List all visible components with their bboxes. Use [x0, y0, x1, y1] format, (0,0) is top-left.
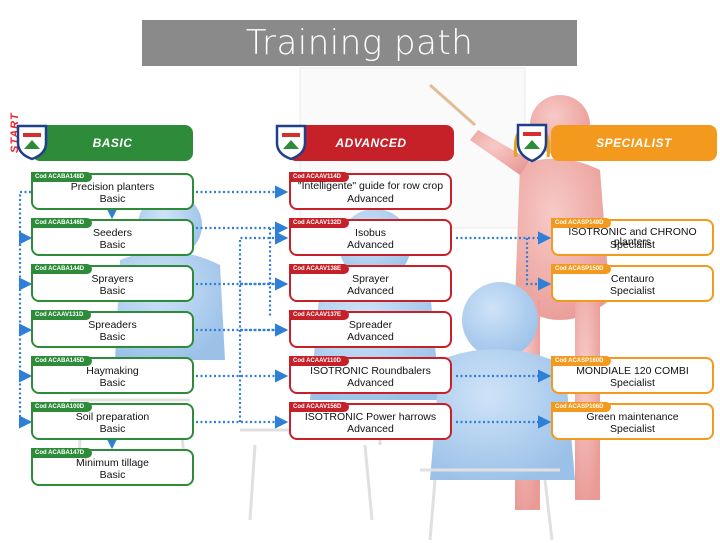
course-level: Specialist: [610, 377, 655, 389]
course-level: Basic: [99, 377, 126, 389]
column-header-specialist-label: SPECIALIST: [596, 136, 672, 150]
course-box-isotronic-chrono-planters[interactable]: Cod ACASP149D ISOTRONIC and CHRONO plant…: [551, 218, 714, 256]
column-header-advanced-label: ADVANCED: [335, 136, 407, 150]
course-box-green-maintenance[interactable]: Cod ACASP106D Green maintenance Speciali…: [551, 402, 714, 440]
course-box-isobus[interactable]: Cod ACAAV132D Isobus Advanced: [289, 218, 452, 256]
column-header-advanced: ADVANCED: [288, 125, 454, 161]
column-header-specialist: SPECIALIST: [551, 125, 717, 161]
course-level: Specialist: [610, 239, 655, 251]
course-code-badge: Cod ACAAV137E: [289, 310, 350, 320]
course-code-badge: Cod ACAAV156D: [289, 402, 350, 412]
course-level: Advanced: [347, 285, 394, 297]
course-title: Precision planters: [70, 181, 155, 193]
course-code-badge: Cod ACASP149D: [551, 218, 612, 228]
course-code-badge: Cod ACAAV114D: [289, 172, 350, 182]
course-level: Advanced: [347, 423, 394, 435]
course-level: Advanced: [347, 239, 394, 251]
course-title: ISOTRONIC and CHRONO planters: [568, 226, 697, 248]
course-title: Spreaders: [88, 319, 137, 331]
course-box-spreader[interactable]: Cod ACAAV137E Spreader Advanced: [289, 310, 452, 348]
shield-logo-icon-advanced: [275, 124, 307, 161]
course-title: ISOTRONIC Power harrows: [304, 411, 437, 423]
course-title: MONDIALE 120 COMBI: [576, 365, 689, 377]
shield-logo-icon-specialist: [513, 123, 551, 163]
course-box-haymaking[interactable]: Cod ACABA145D Haymaking Basic: [31, 356, 194, 394]
course-box-sprayers[interactable]: Cod ACABA144D Sprayers Basic: [31, 264, 194, 302]
course-level: Basic: [99, 331, 126, 343]
course-box-spreaders[interactable]: Cod ACAAV131D Spreaders Basic: [31, 310, 194, 348]
course-code-badge: Cod ACASP160D: [551, 356, 612, 366]
course-title: Centauro: [610, 273, 655, 285]
course-title: Isobus: [355, 227, 386, 239]
course-box-mondiale-120-combi[interactable]: Cod ACASP160D MONDIALE 120 COMBI Special…: [551, 356, 714, 394]
connector-basic-spine: [18, 190, 31, 425]
course-title: Sprayer: [352, 273, 389, 285]
course-code-badge: Cod ACASP150D: [551, 264, 612, 274]
course-level: Specialist: [610, 423, 655, 435]
course-title: Minimum tillage: [76, 457, 149, 469]
course-code-badge: Cod ACAAV110D: [289, 356, 350, 366]
course-level: Basic: [99, 469, 126, 481]
course-box-seeders[interactable]: Cod ACABA146D Seeders Basic: [31, 218, 194, 256]
course-code-badge: Cod ACABA145D: [31, 356, 93, 366]
course-code-badge: Cod ACAAV132D: [289, 218, 350, 228]
course-box-isotronic-roundbalers[interactable]: Cod ACAAV110D ISOTRONIC Roundbalers Adva…: [289, 356, 452, 394]
course-level: Advanced: [347, 193, 394, 205]
course-code-badge: Cod ACASP106D: [551, 402, 612, 412]
course-level: Advanced: [347, 377, 394, 389]
course-level: Basic: [99, 193, 126, 205]
course-box-precision-planters[interactable]: Cod ACABA148D Precision planters Basic: [31, 172, 194, 210]
course-code-badge: Cod ACAAV138E: [289, 264, 350, 274]
course-code-badge: Cod ACABA144D: [31, 264, 93, 274]
course-level: Basic: [99, 423, 126, 435]
course-title: Haymaking: [86, 365, 139, 377]
course-level: Basic: [99, 239, 126, 251]
course-title: Sprayers: [91, 273, 134, 285]
course-code-badge: Cod ACABA147D: [31, 448, 93, 458]
course-code-badge: Cod ACABA148D: [31, 172, 93, 182]
column-header-basic-label: BASIC: [92, 136, 133, 150]
page-title: Training path: [245, 23, 474, 63]
course-code-badge: Cod ACABA100D: [31, 402, 93, 412]
course-box-isotronic-power-harrows[interactable]: Cod ACAAV156D ISOTRONIC Power harrows Ad…: [289, 402, 452, 440]
course-box-sprayer[interactable]: Cod ACAAV138E Sprayer Advanced: [289, 264, 452, 302]
course-box-intelligente-guide[interactable]: Cod ACAAV114D "Intelligente" guide for r…: [289, 172, 452, 210]
course-title: "Intelligente" guide for row crop: [297, 180, 444, 192]
course-level: Advanced: [347, 331, 394, 343]
course-level: Specialist: [610, 285, 655, 297]
course-level: Basic: [99, 285, 126, 297]
course-title: Seeders: [92, 227, 133, 239]
course-title: Spreader: [348, 319, 393, 331]
course-title: ISOTRONIC Roundbalers: [310, 365, 431, 377]
shield-logo-icon-basic: [16, 124, 48, 161]
course-code-badge: Cod ACAAV131D: [31, 310, 92, 320]
course-code-badge: Cod ACABA146D: [31, 218, 93, 228]
page-title-banner: Training path: [142, 20, 577, 66]
course-title: Green maintenance: [586, 411, 679, 423]
connector-specialist-spine: [525, 238, 552, 291]
course-box-soil-preparation[interactable]: Cod ACABA100D Soil preparation Basic: [31, 402, 194, 440]
course-box-centauro[interactable]: Cod ACASP150D Centauro Specialist: [551, 264, 714, 302]
course-box-minimum-tillage[interactable]: Cod ACABA147D Minimum tillage Basic: [31, 448, 194, 486]
course-title: Soil preparation: [75, 411, 150, 423]
